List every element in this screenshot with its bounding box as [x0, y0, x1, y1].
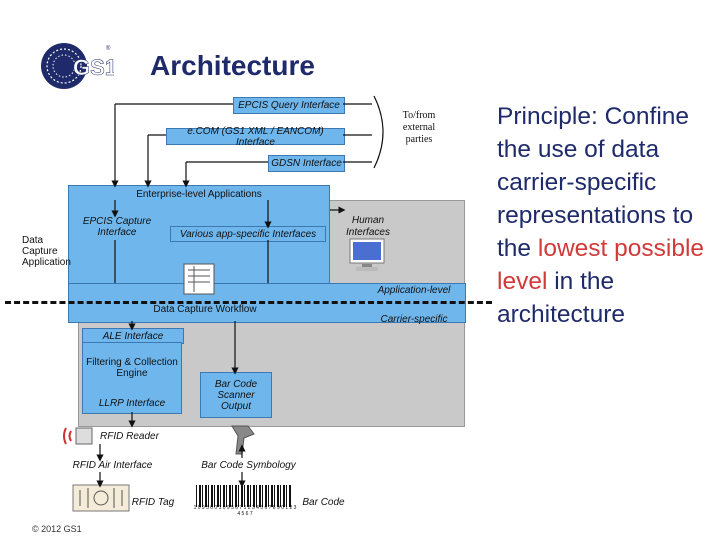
rfid-air-interface-label: RFID Air Interface — [72, 460, 153, 471]
external-parties-label: To/from external parties — [402, 110, 436, 145]
application-carrier-divider — [5, 301, 492, 304]
barcode-scanner-icon — [231, 425, 255, 455]
ecom-interface: e.COM (GS1 XML / EANCOM) Interface — [166, 126, 345, 148]
rfid-tag-icon — [72, 484, 130, 512]
application-level-label: Application-level — [377, 285, 451, 296]
epcis-capture-interface: EPCIS Capture Interface — [82, 216, 152, 238]
barcode-digits: 1 0 9 5 0 0 1 0 9 5 6 7 1 2 3 4 5 6 7 8 … — [193, 505, 297, 517]
data-capture-app-label: Data Capture Application — [22, 235, 71, 268]
slide-title: Architecture — [150, 50, 315, 81]
monitor-icon — [349, 238, 385, 271]
gs1-logo: GS1 ® — [41, 43, 114, 89]
principle-suffix: in the architecture — [497, 268, 626, 328]
barcode-symbology-label: Bar Code Symbology — [201, 460, 296, 471]
principle-highlight: lowest possible level — [497, 235, 705, 295]
principle-prefix: Principle: Confine the use of data carri… — [497, 103, 694, 262]
llrp-interface: LLRP Interface — [98, 397, 166, 409]
barcode-scanner-output: Bar Code Scanner Output — [200, 372, 272, 418]
workflow-label: Data Capture Workflow — [153, 304, 257, 315]
carrier-specific-label: Carrier-specific — [380, 314, 448, 325]
principle-text: Principle: Confine the use of data carri… — [497, 100, 717, 331]
epcis-query-interface: EPCIS Query Interface — [233, 97, 345, 114]
svg-text:®: ® — [106, 45, 111, 52]
rfid-reader-label: RFID Reader — [100, 431, 159, 442]
rfid-reader-icon — [63, 427, 93, 445]
rfid-tag-label: RFID Tag — [131, 497, 175, 508]
gdsn-interface: GDSN Interface — [268, 155, 345, 172]
barcode-graphic — [196, 485, 292, 507]
barcode-label: Bar Code — [302, 497, 345, 508]
copyright-footer: © 2012 GS1 — [32, 524, 82, 534]
app-specific-interfaces: Various app-specific Interfaces — [170, 226, 326, 242]
human-interfaces-label: Human Interfaces — [346, 215, 390, 238]
filtering-engine: Filtering & Collection Engine — [82, 342, 182, 414]
workflow-document-icon — [183, 263, 215, 295]
logo-text: GS1 — [73, 55, 114, 80]
